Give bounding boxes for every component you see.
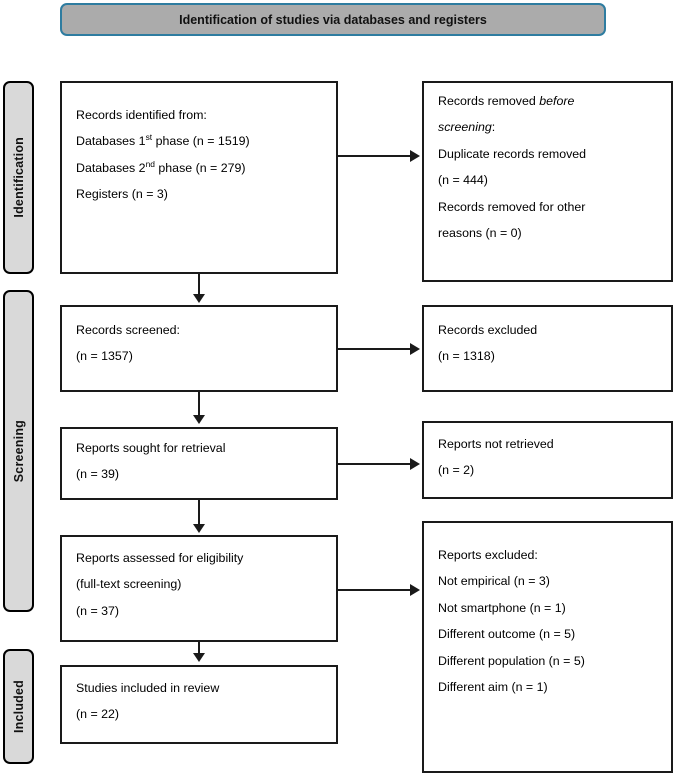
box-reports-sought-for-retrieval: Reports sought for retrieval (n = 39) bbox=[60, 427, 338, 500]
box-records-screened: Records screened: (n = 1357) bbox=[60, 305, 338, 392]
arrow-right-icon bbox=[410, 150, 420, 162]
stage-tab-screening-label: Screening bbox=[11, 419, 26, 483]
records-screened-count: (n = 1357) bbox=[76, 349, 133, 364]
records-removed-duplicates-count: (n = 444) bbox=[438, 173, 488, 188]
connector-sought-to-assessed bbox=[198, 500, 200, 526]
connector-sought-to-not-retrieved bbox=[338, 463, 412, 465]
arrow-down-icon bbox=[193, 653, 205, 662]
arrow-right-icon bbox=[410, 458, 420, 470]
connector-screened-to-excluded bbox=[338, 348, 412, 350]
box-reports-assessed-for-eligibility: Reports assessed for eligibility (full-t… bbox=[60, 535, 338, 642]
reports-sought-count: (n = 39) bbox=[76, 467, 120, 482]
connector-identified-to-screened bbox=[198, 274, 200, 296]
reports-assessed-sublabel: (full-text screening) bbox=[76, 577, 182, 592]
records-identified-databases-phase2: Databases 2nd phase (n = 279) bbox=[76, 158, 246, 175]
reports-excluded-reason: Different aim (n = 1) bbox=[438, 680, 548, 695]
records-removed-other-count: reasons (n = 0) bbox=[438, 226, 522, 241]
records-screened-label: Records screened: bbox=[76, 323, 180, 337]
box-records-identified: Records identified from: Databases 1st p… bbox=[60, 81, 338, 274]
connector-identified-to-removed bbox=[338, 155, 412, 157]
box-reports-excluded: Reports excluded: Not empirical (n = 3) … bbox=[422, 521, 673, 773]
connector-screened-to-sought bbox=[198, 392, 200, 417]
arrow-down-icon bbox=[193, 415, 205, 424]
diagram-header-banner: Identification of studies via databases … bbox=[60, 3, 606, 36]
connector-assessed-to-included bbox=[198, 642, 200, 655]
reports-excluded-reason: Not smartphone (n = 1) bbox=[438, 600, 566, 615]
reports-sought-label: Reports sought for retrieval bbox=[76, 441, 226, 455]
stage-tab-included: Included bbox=[3, 649, 34, 764]
connector-assessed-to-reports-excluded bbox=[338, 589, 412, 591]
arrow-down-icon bbox=[193, 294, 205, 303]
studies-included-count: (n = 22) bbox=[76, 707, 120, 722]
reports-not-retrieved-count: (n = 2) bbox=[438, 463, 475, 478]
arrow-right-icon bbox=[410, 584, 420, 596]
reports-excluded-heading: Reports excluded: bbox=[438, 548, 538, 562]
records-removed-heading-line2: screening: bbox=[438, 120, 496, 135]
box-records-excluded: Records excluded (n = 1318) bbox=[422, 305, 673, 392]
box-records-removed-before-screening: Records removed before screening: Duplic… bbox=[422, 81, 673, 282]
reports-excluded-reason: Different population (n = 5) bbox=[438, 653, 585, 668]
records-removed-duplicates: Duplicate records removed bbox=[438, 146, 587, 161]
stage-tab-identification-label: Identification bbox=[11, 137, 26, 218]
reports-assessed-label: Reports assessed for eligibility bbox=[76, 551, 244, 565]
records-identified-registers: Registers (n = 3) bbox=[76, 187, 168, 202]
stage-tab-included-label: Included bbox=[11, 680, 26, 733]
records-identified-databases-phase1: Databases 1st phase (n = 1519) bbox=[76, 132, 250, 149]
stage-tab-identification: Identification bbox=[3, 81, 34, 274]
reports-excluded-reason: Different outcome (n = 5) bbox=[438, 627, 576, 642]
records-excluded-count: (n = 1318) bbox=[438, 349, 495, 364]
reports-not-retrieved-label: Reports not retrieved bbox=[438, 437, 554, 451]
studies-included-label: Studies included in review bbox=[76, 681, 220, 695]
diagram-title: Identification of studies via databases … bbox=[179, 12, 487, 27]
records-excluded-label: Records excluded bbox=[438, 323, 538, 337]
stage-tab-screening: Screening bbox=[3, 290, 34, 612]
arrow-down-icon bbox=[193, 524, 205, 533]
records-removed-other: Records removed for other bbox=[438, 199, 586, 214]
reports-assessed-count: (n = 37) bbox=[76, 603, 120, 618]
reports-excluded-reason: Not empirical (n = 3) bbox=[438, 574, 550, 589]
arrow-right-icon bbox=[410, 343, 420, 355]
records-removed-heading-line1: Records removed before bbox=[438, 94, 575, 108]
records-identified-heading: Records identified from: bbox=[76, 108, 207, 122]
box-studies-included-in-review: Studies included in review (n = 22) bbox=[60, 665, 338, 744]
box-reports-not-retrieved: Reports not retrieved (n = 2) bbox=[422, 421, 673, 499]
